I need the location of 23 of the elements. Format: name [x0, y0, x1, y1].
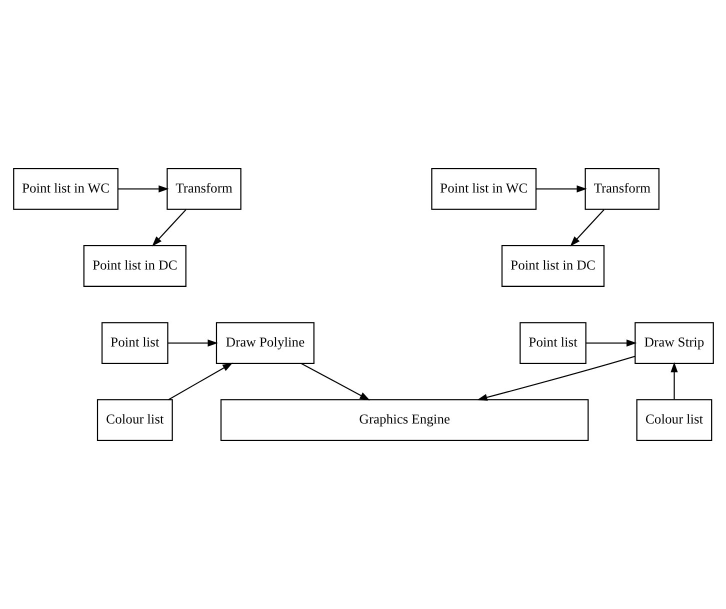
arrow	[118, 185, 168, 192]
arrow	[476, 356, 635, 401]
node-box: Point list in DC	[82, 245, 186, 287]
arrow	[586, 339, 636, 347]
arrow	[152, 209, 186, 246]
arrow	[168, 339, 218, 347]
node-box: Colour list	[636, 399, 712, 442]
arrow	[168, 362, 232, 400]
node-box: Transform	[166, 168, 241, 210]
node-box: Draw Strip	[634, 322, 714, 364]
arrow	[570, 209, 604, 246]
node-box: Point list	[100, 322, 168, 364]
node-box: Transform	[584, 168, 660, 210]
arrow	[670, 362, 678, 400]
node-box: Point list	[519, 322, 586, 364]
node-box: Graphics Engine	[220, 399, 588, 442]
node-box: Colour list	[96, 399, 172, 442]
node-box: Draw Polyline	[215, 322, 314, 364]
arrow	[300, 363, 370, 400]
arrow	[536, 185, 586, 192]
node-box: Point list in WC	[12, 168, 118, 210]
node-box: Point list in WC	[430, 168, 536, 210]
node-box: Point list in DC	[500, 245, 604, 287]
